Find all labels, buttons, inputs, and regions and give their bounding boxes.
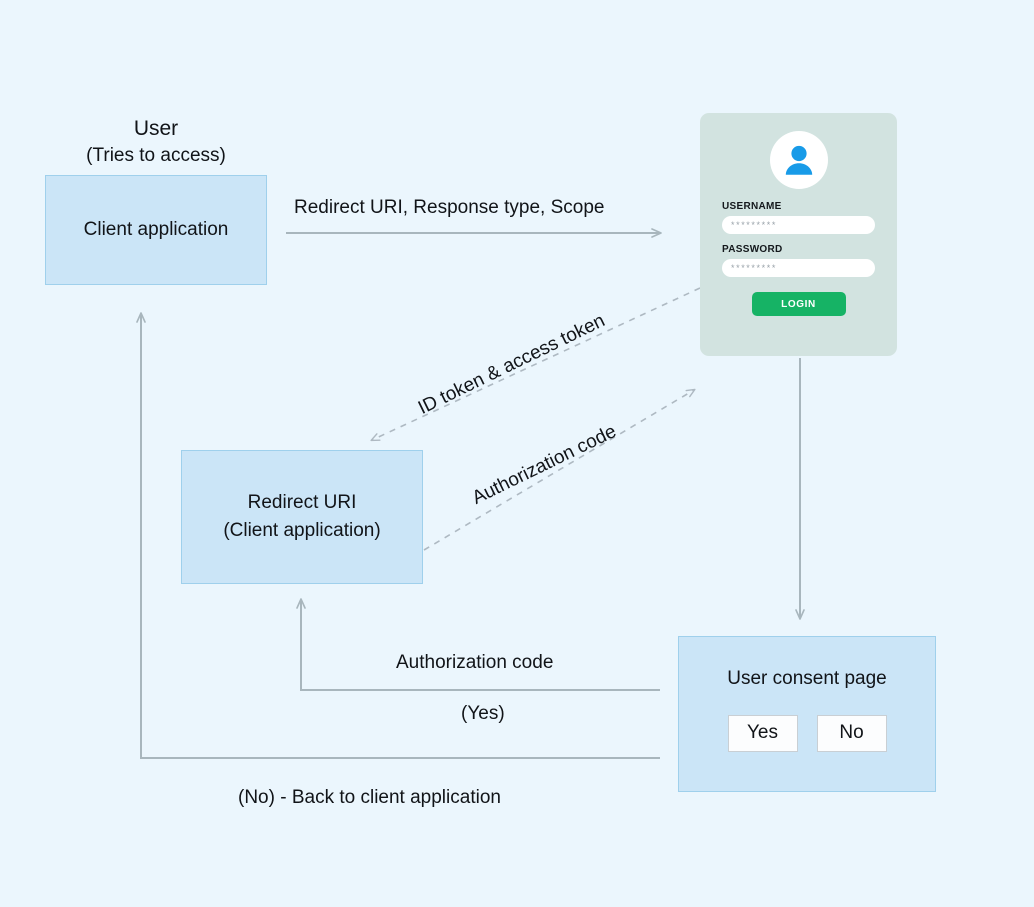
login-button[interactable]: LOGIN	[751, 292, 846, 316]
connector-label-no-branch: (No) - Back to client application	[238, 787, 501, 808]
user-caption: User (Tries to access)	[45, 114, 267, 170]
avatar-person-glyph	[785, 145, 812, 175]
username-label: USERNAME	[722, 201, 782, 212]
connector-label-redirect-params: Redirect URI, Response type, Scope	[294, 197, 605, 218]
connector-label-id-token-access-token: ID token & access token	[415, 310, 609, 419]
consent-no-button[interactable]: No	[816, 714, 887, 752]
connector-label-yes-branch: (Yes)	[461, 703, 505, 724]
user-avatar-icon	[769, 131, 828, 189]
client-application-label: Client application	[83, 219, 229, 241]
password-label: PASSWORD	[722, 244, 783, 255]
user-consent-page-box: User consent page Yes No	[678, 636, 936, 792]
username-input[interactable]	[722, 216, 875, 234]
connector-label-authorization-code-return: Authorization code	[396, 652, 554, 673]
client-application-box[interactable]: Client application	[45, 175, 267, 285]
connector-label-authorization-code-diagonal: Authorization code	[469, 421, 620, 509]
user-subtitle: (Tries to access)	[86, 145, 226, 167]
password-input[interactable]	[722, 259, 875, 277]
redirect-uri-label-line1: Redirect URI	[247, 492, 357, 514]
login-panel: USERNAME PASSWORD LOGIN	[700, 113, 897, 356]
redirect-uri-box[interactable]: Redirect URI (Client application)	[181, 450, 423, 584]
redirect-uri-label-line2: (Client application)	[223, 520, 381, 541]
user-consent-page-title: User consent page	[727, 668, 887, 689]
user-title: User	[133, 117, 179, 140]
consent-buttons-group: Yes No	[727, 714, 887, 752]
consent-yes-button[interactable]: Yes	[727, 714, 798, 752]
